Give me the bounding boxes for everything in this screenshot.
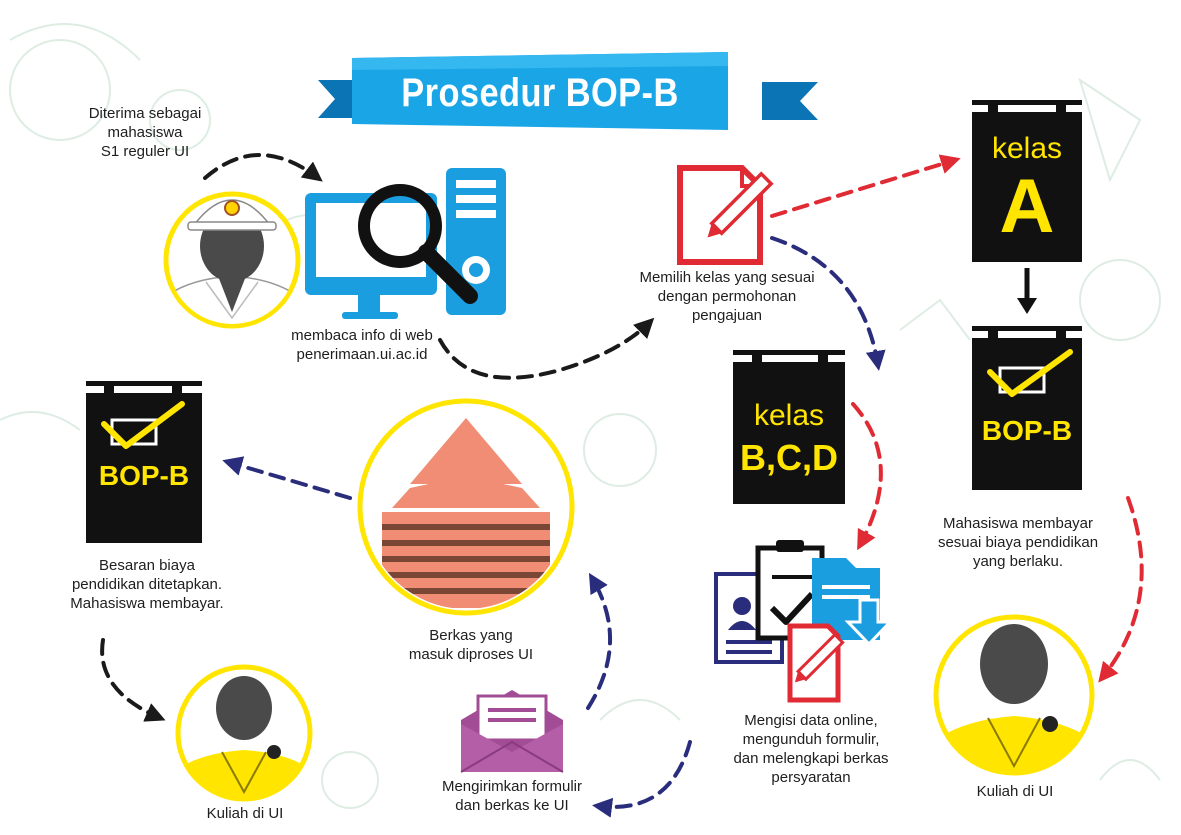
flow-arrows	[100, 153, 1144, 818]
caption-fee-set: Besaran biaya pendidikan ditetapkan. Mah…	[70, 557, 224, 612]
class-bcd-value: B,C,D	[740, 437, 838, 478]
card-bop-left	[86, 381, 202, 543]
student-yellow-jacket-icon-left	[175, 664, 313, 802]
arrow-send-to-process	[586, 572, 613, 710]
caption-read-info: membaca info di web penerimaan.ui.ac.id	[291, 327, 433, 363]
caption-processed: Berkas yang masuk diproses UI	[408, 627, 534, 663]
bop-left-label: BOP-B	[99, 460, 189, 491]
arrow-bcd-to-fill	[851, 402, 883, 551]
caption-choose-class: Memilih kelas yang sesuai dengan permoho…	[639, 269, 815, 324]
caption-fill-online: Mengisi data online, mengunduh formulir,…	[733, 712, 889, 786]
bop-right-label: BOP-B	[982, 415, 1072, 446]
class-a-label: kelas	[992, 132, 1062, 165]
caption-accepted: Diterima sebagai mahasiswa S1 reguler UI	[88, 105, 202, 160]
arrow-web-to-choose	[438, 317, 655, 380]
card-class-bcd	[733, 350, 845, 504]
card-bop-right	[972, 326, 1082, 490]
caption-study-left: Kuliah di UI	[206, 805, 284, 822]
building-icon	[357, 398, 575, 616]
arrow-a-to-bop	[1017, 268, 1037, 314]
student-helmet-icon	[163, 191, 301, 329]
clipboard-folder-icon	[714, 540, 894, 703]
caption-pay-right: Mahasiswa membayar sesuai biaya pendidik…	[937, 515, 1099, 570]
page-title: Prosedur BOP-B	[401, 70, 679, 115]
student-yellow-jacket-icon-right	[933, 614, 1095, 776]
caption-send-form: Mengirimkan formulir dan berkas ke UI	[441, 778, 583, 814]
title-banner	[318, 52, 818, 130]
arrow-process-to-bopl	[222, 456, 352, 500]
arrow-fill-to-send	[592, 740, 692, 818]
arrow-bopl-to-study	[100, 638, 166, 722]
envelope-icon	[460, 690, 564, 773]
card-class-a	[972, 100, 1082, 262]
arrow-choose-to-bcd	[770, 236, 886, 371]
arrow-bopr-to-study	[1098, 496, 1144, 683]
class-bcd-label: kelas	[754, 399, 824, 432]
document-pencil-icon	[677, 165, 774, 265]
arrow-choose-to-a	[770, 154, 961, 218]
class-a-value: A	[1000, 164, 1055, 249]
arrow-accept-to-web	[203, 153, 323, 182]
caption-study-right: Kuliah di UI	[976, 783, 1054, 800]
computer-magnifier-icon	[305, 168, 506, 319]
